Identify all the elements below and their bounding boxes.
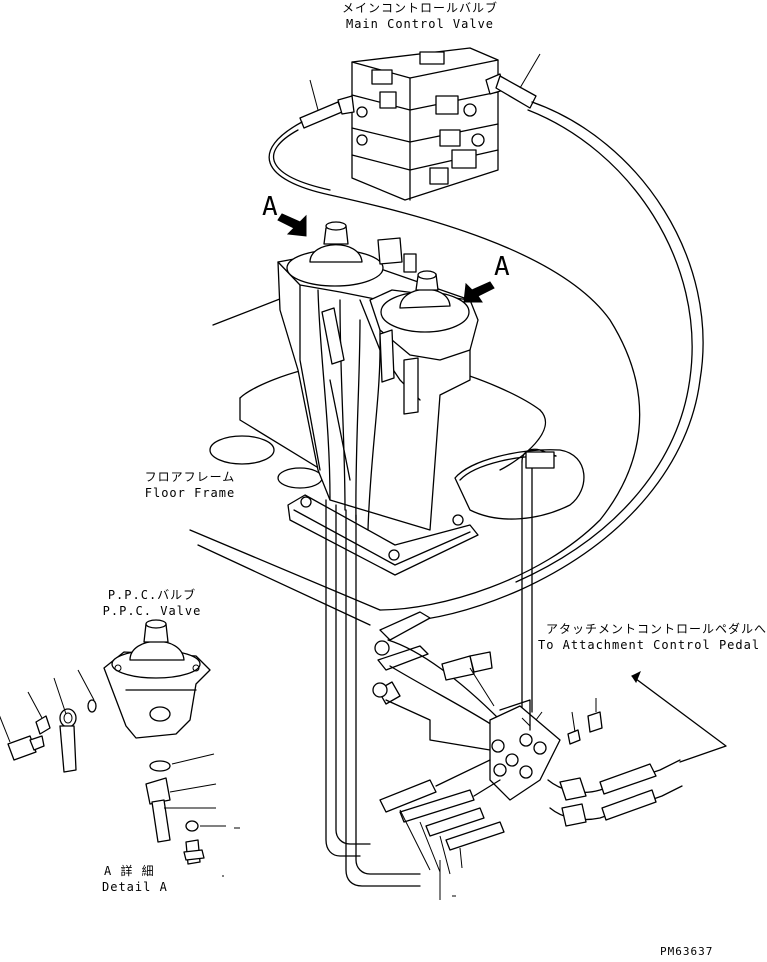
floor-frame-label-jp: フロアフレーム <box>144 470 236 484</box>
arrow-a-right-icon <box>463 281 495 303</box>
floor-frame-label-en: Floor Frame <box>144 486 236 500</box>
main-valve-label-jp: メインコントロールバルブ <box>341 1 499 15</box>
ppc-valve-stand <box>277 221 479 887</box>
manifold-block <box>372 448 727 900</box>
main-valve-label-en: Main Control Valve <box>345 17 495 31</box>
drawing-number: PM63637 <box>660 945 714 958</box>
main-control-valve <box>299 47 541 201</box>
detail-a-label-en: Detail A <box>102 880 168 894</box>
attach-pedal-label-jp: アタッチメントコントロールペダルへ <box>546 622 767 636</box>
ppc-valve-label-en: P.P.C. Valve <box>102 604 202 618</box>
ppc-valve-label-jp: P.P.C.バルブ <box>107 588 197 602</box>
arrow-a-left-icon <box>277 213 307 237</box>
attach-pedal-label-en: To Attachment Control Pedal <box>538 638 761 652</box>
arrow-a-right-label: A <box>494 252 511 282</box>
arrow-a-left-label: A <box>262 192 279 222</box>
detail-ppc-valve <box>0 619 240 877</box>
detail-a-label-jp: A 詳 細 <box>104 864 155 878</box>
